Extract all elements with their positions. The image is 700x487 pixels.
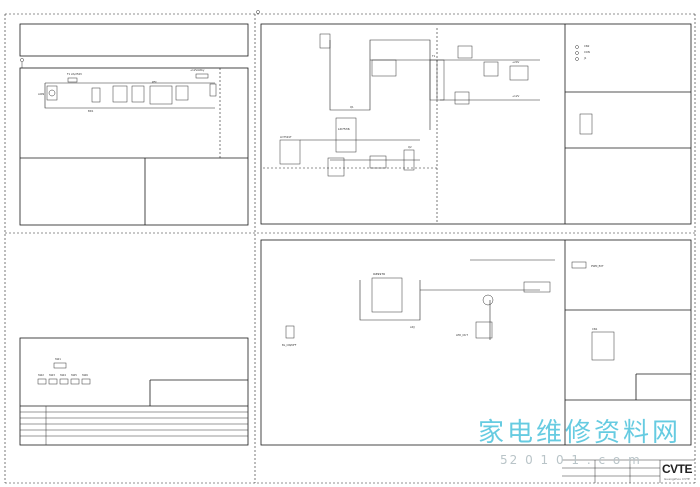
output-12v-label: +12V <box>512 94 519 98</box>
switch-label-4: SW5 <box>71 373 77 377</box>
cvte-logo-subtitle: Guangzhou CVTE <box>664 477 690 481</box>
mosfet-q1-label: Q1 <box>350 105 354 109</box>
panel-header-box <box>19 23 249 57</box>
switch-row: SW2 SW3 SW4 SW5 SW6 <box>37 373 91 385</box>
cvte-logo: CVTE <box>662 462 693 476</box>
controller-ic-label: LD7591T <box>280 135 292 139</box>
led-output-label: LED_OUT <box>456 333 468 337</box>
switch-panel: SW1 SW2 SW3 SW4 SW5 SW6 <box>19 337 249 446</box>
pwm-ic-label: LD7536 <box>338 127 350 131</box>
led-driver-label: OZ9976 <box>373 272 385 276</box>
ac-input-label: ACIN <box>38 92 44 96</box>
output-24v-label: +24V <box>512 60 519 64</box>
backlight-onoff-label: BL_ON/OFF <box>282 343 297 347</box>
side-label-c: J1 <box>583 56 587 60</box>
outer-frame <box>4 10 696 484</box>
led-connector-label: CN1 <box>592 327 598 331</box>
led-driver-ic <box>371 277 403 313</box>
led-driver-panel: OZ9976 PWM_EXT LED_OUT CN1 BL_ON/OFF ADJ <box>260 239 692 446</box>
bridge-label: BD1 <box>88 109 94 113</box>
side-label-a: CN2 <box>584 44 590 48</box>
side-label-b: CON <box>584 50 590 54</box>
dimming-adj-label: ADJ <box>410 325 415 329</box>
mosfet-q2-label: Q2 <box>408 145 412 149</box>
watermark-url: 52 0 1 0 1 . c o m <box>500 453 642 467</box>
transformer-label: T1 <box>432 54 436 58</box>
power-input-box <box>19 67 249 226</box>
switch-label-2: SW3 <box>49 373 55 377</box>
pfc-label: PFC <box>152 80 157 84</box>
pwm-ext-label: PWM_EXT <box>591 264 604 268</box>
watermark-title: 家电维修资料网 <box>478 418 682 448</box>
title-block <box>562 459 695 483</box>
switch-label-1: SW2 <box>38 373 44 377</box>
switch-title: SW1 <box>55 357 61 361</box>
switch-label-3: SW4 <box>60 373 66 377</box>
switch-panel-box <box>19 337 249 446</box>
led-driver-box <box>260 239 692 446</box>
main-power-panel: LD7536 LD7591T T1 +24V +12V Q1 Q2 CN2 CO… <box>260 23 692 225</box>
switch-label-5: SW6 <box>82 373 88 377</box>
power-input-panel: F1 2A/250V ACIN BD1 PFC +12Vstdby <box>19 23 249 226</box>
led-connector <box>591 331 615 361</box>
main-power-box <box>260 23 692 225</box>
fuse-label: F1 2A/250V <box>67 72 82 76</box>
standby-output-label: +12Vstdby <box>190 68 205 72</box>
